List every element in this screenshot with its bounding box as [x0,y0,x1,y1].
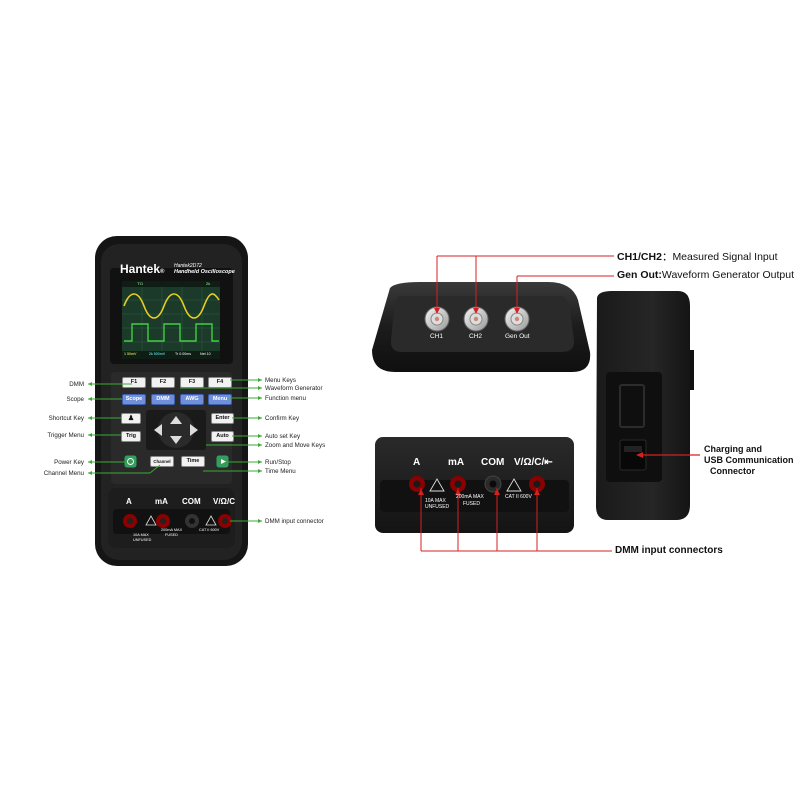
dmm-connectors-callout: DMM input connectors [615,545,723,556]
front-terminal-a [123,514,137,528]
channel-key[interactable]: Channel [150,456,174,467]
annotation-dmm: DMM [69,381,84,388]
bottom-rating-ma: 200mA MAX [456,494,484,500]
scope-screen [122,286,220,359]
model-name: Hantek2D72 [174,263,202,269]
annotation-confirm: Confirm Key [265,415,300,422]
f1-key[interactable]: F1 [122,377,146,388]
front-label-com: COM [182,497,201,506]
enter-key[interactable]: Enter [211,413,234,424]
warning-icon [506,478,522,492]
bottom-rating-a: 10A MAX [425,498,446,504]
gen-out-bnc-connector [504,306,530,332]
bottom-label-v: V/Ω/C/⇤ [514,457,553,468]
bottom-label-ma: mA [448,457,465,468]
bottom-cat: CAT II 600V [505,494,532,500]
bottom-terminal-v [529,476,545,492]
warning-icon [429,478,445,492]
charging-usb-callout: Charging and USB Communication Connector [704,444,794,476]
dmm-key[interactable]: DMM [151,394,175,405]
f3-key[interactable]: F3 [180,377,204,388]
screen-readout: Tr 0.00ms [175,352,192,356]
screen-status-left: T'D [137,281,144,286]
bottom-fuse-a: UNFUSED [425,504,450,510]
front-rating-a: 10A MAX [133,533,149,537]
annotation-dmm-input: DMM input connector [265,518,324,525]
screen-readout: 2k 500mV [149,352,166,356]
screen-readout: 1 50mV [124,352,137,356]
trig-key[interactable]: Trig [121,431,141,442]
annotation-function-menu: Function menu [265,395,306,402]
annotation-zoom-move: Zoom and Move Keys [265,442,326,449]
annotation-run-stop: Run/Stop [265,459,291,466]
annotation-scope: Scope [66,396,84,403]
front-cat: CAT II 600V [199,528,220,532]
bottom-label-com: COM [481,457,505,468]
annotation-shortcut: Shortcut Key [48,415,84,422]
ch2-label: CH2 [469,333,483,340]
annotation-power: Power Key [54,459,84,466]
bottom-terminal-ma [450,476,466,492]
scope-key[interactable]: Scope [122,394,146,405]
nav-left-key [154,424,162,436]
gen-out-label: Gen Out [505,333,530,340]
front-terminal-ma [156,514,170,528]
auto-key[interactable]: Auto [211,431,234,442]
annotation-auto-set: Auto set Key [265,433,301,440]
annotation-time-menu: Time Menu [265,468,296,475]
nav-right-key [190,424,198,436]
annotation-channel: Channel Menu [43,470,84,477]
screen-status-right: 2k [206,281,211,286]
front-label-a: A [126,497,132,506]
menu-key[interactable]: Menu [208,394,232,405]
front-label-v: V/Ω/C [213,497,235,506]
device-subtitle: Handheld Oscilloscope [174,269,235,275]
annotation-trigger: Trigger Menu [47,432,84,439]
ch2-bnc-connector [463,306,489,332]
front-fuse-a: UNFUSED [133,538,152,542]
person-icon: ♟ [127,415,135,422]
ch1-label: CH1 [430,333,444,340]
front-terminal-v [218,514,232,528]
brand-logo: Hantek® [120,262,165,276]
bottom-label-a: A [413,457,421,468]
nav-up-key [170,416,182,424]
screen-readout: Net 10 [200,352,211,356]
square-waveform [124,323,219,342]
ch1-bnc-connector [424,306,450,332]
ch-input-callout: CH1/CH2：Measured Signal Input [617,251,778,263]
awg-key[interactable]: AWG [180,394,204,405]
annotation-waveform-gen: Waveform Generator [265,385,323,392]
f4-key[interactable]: F4 [208,377,232,388]
front-terminal-com [185,514,199,528]
front-label-ma: mA [155,497,168,506]
sine-waveform [123,293,220,319]
nav-down-key [170,436,182,444]
time-key[interactable]: Time [181,456,205,467]
gen-out-callout: Gen Out:Waveform Generator Output [617,269,795,281]
annotation-menu-keys: Menu Keys [265,377,296,384]
bottom-fuse-ma: FUSED [463,501,480,507]
front-rating-ma: 200mA MAX [161,528,183,532]
shortcut-key[interactable]: ♟ [121,413,141,424]
front-fuse-ma: FUSED [165,533,178,537]
f2-key[interactable]: F2 [151,377,175,388]
